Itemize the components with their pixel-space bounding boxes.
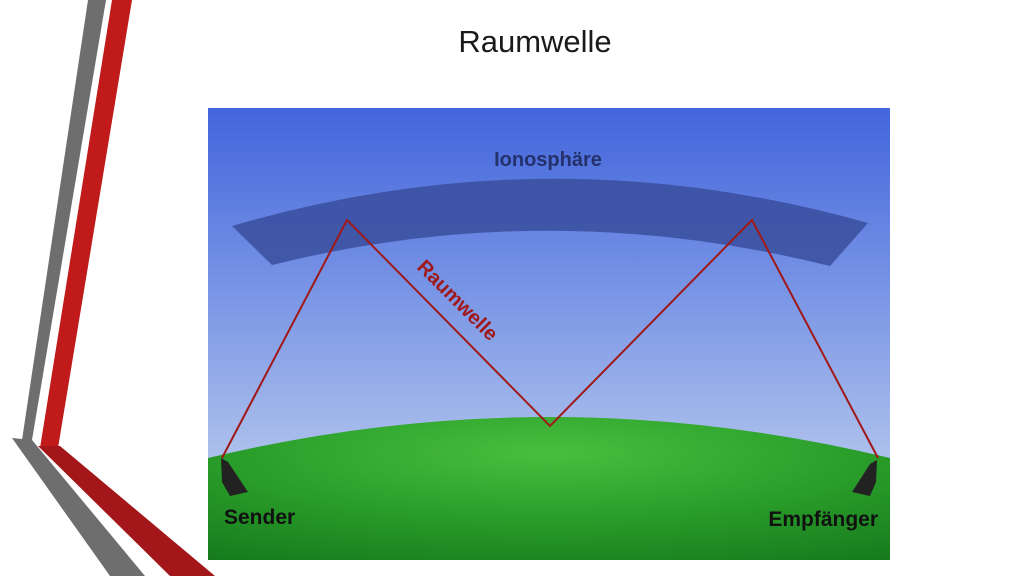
red-stripe [40,0,132,448]
receiver-label: Empfänger [768,508,878,531]
red-lower-stripe [38,446,215,576]
gray-lower-stripe [12,438,145,576]
receiver-antenna-icon [852,460,877,496]
earth-ground [208,417,890,560]
skywave-path [221,218,879,459]
sender-antenna-icon [221,458,248,496]
gray-stripe [22,0,106,440]
ionosphere-label: Ionosphäre [494,149,602,171]
ionosphere-layer [232,178,868,266]
sender-label: Sender [224,506,295,529]
decorative-stripes [12,0,215,576]
slide-title: Raumwelle [458,24,612,59]
skywave-diagram: Ionosphäre Raumwelle Sender Empfänger [208,108,890,560]
